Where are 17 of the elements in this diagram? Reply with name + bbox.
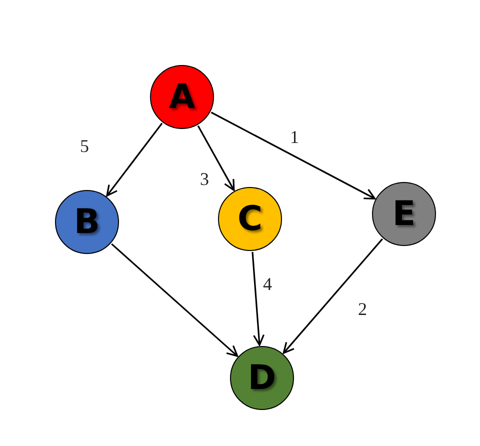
node-label: B bbox=[74, 205, 100, 239]
node-label: A bbox=[168, 80, 196, 114]
arrow bbox=[106, 122, 163, 197]
edge-label: 3 bbox=[199, 170, 210, 188]
circle-node bbox=[230, 346, 294, 410]
edge-label: 1 bbox=[289, 128, 300, 146]
arrow bbox=[210, 112, 376, 200]
arrow bbox=[111, 243, 238, 357]
arrow bbox=[282, 238, 383, 354]
node-label: C bbox=[238, 202, 262, 236]
node-label: D bbox=[248, 361, 276, 395]
edge-label: 2 bbox=[357, 300, 368, 318]
arrow bbox=[197, 125, 235, 191]
edge-label: 4 bbox=[262, 275, 273, 293]
arrow bbox=[252, 252, 265, 346]
edge-label: 5 bbox=[79, 137, 90, 155]
node-label: E bbox=[392, 197, 416, 231]
